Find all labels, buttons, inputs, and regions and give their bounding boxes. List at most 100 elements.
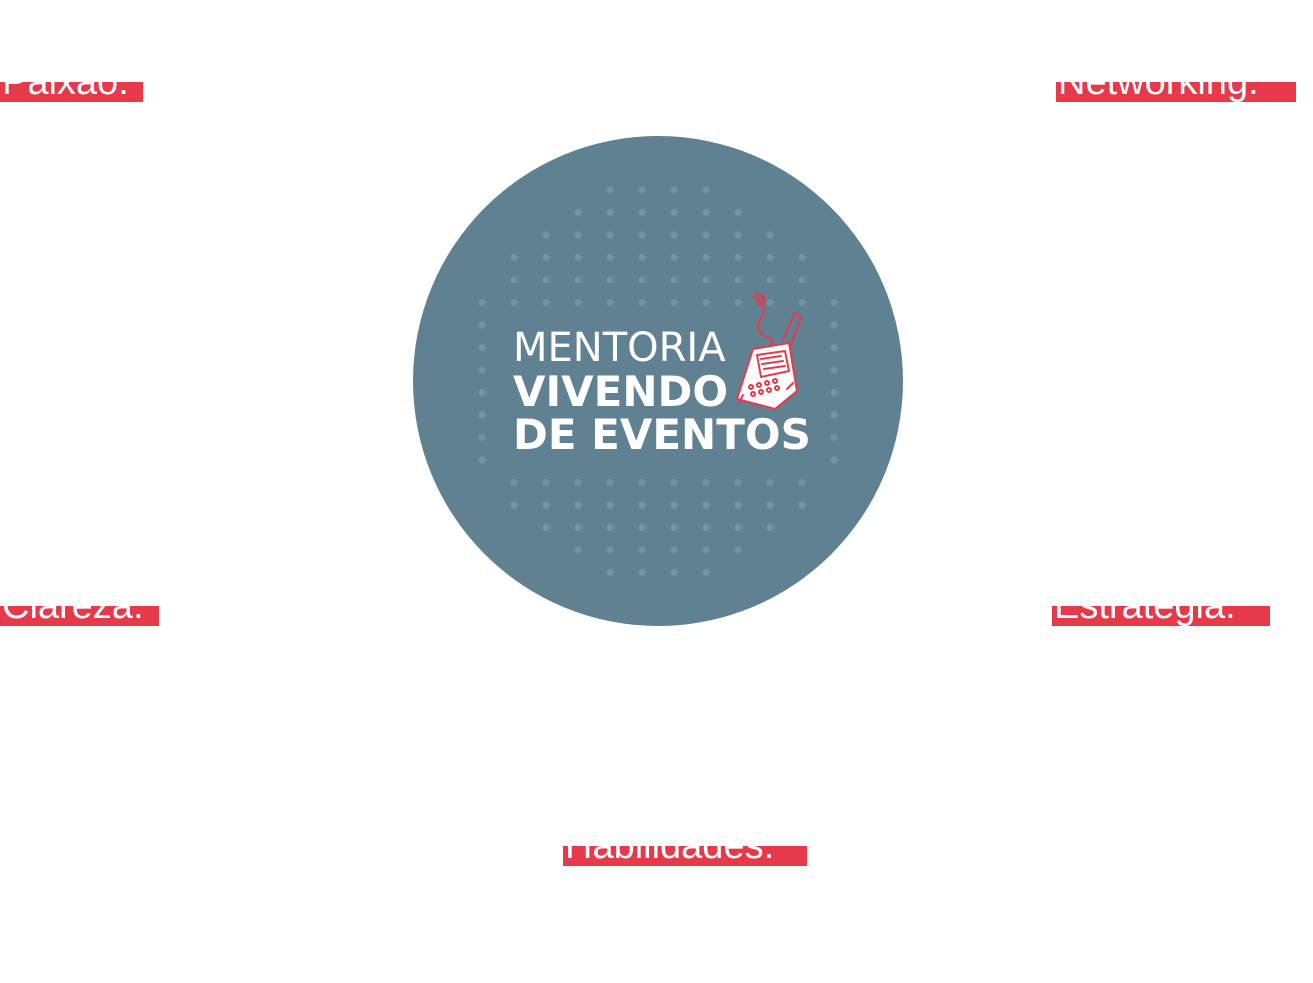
- label-habilidades-text: Habilidades:: [563, 846, 807, 865]
- pattern-dot: [734, 501, 742, 509]
- pattern-dot: [670, 253, 678, 262]
- pattern-dot: [510, 253, 518, 262]
- pattern-dot: [830, 433, 838, 442]
- pattern-dot: [702, 568, 710, 577]
- pattern-dot: [542, 298, 550, 307]
- walkie-talkie-icon: [736, 293, 802, 410]
- pattern-dot: [798, 253, 806, 262]
- pattern-dot: [734, 478, 742, 487]
- pattern-dot: [638, 568, 646, 577]
- pattern-dot: [798, 276, 806, 284]
- pattern-dot: [766, 276, 774, 284]
- pattern-dot: [702, 546, 710, 554]
- pattern-dot: [638, 298, 646, 307]
- pattern-dot: [510, 276, 518, 284]
- pattern-dot: [702, 478, 710, 487]
- label-networking-text: Networking:: [1056, 82, 1296, 101]
- pattern-dot: [638, 208, 646, 217]
- logo-line-de-eventos: DE EVENTOS: [513, 410, 811, 459]
- pattern-dot: [670, 231, 678, 239]
- pattern-dot: [542, 523, 550, 532]
- pattern-dot: [798, 501, 806, 509]
- pattern-dot: [670, 568, 678, 577]
- pattern-dot: [478, 366, 486, 374]
- pattern-dot: [766, 523, 774, 532]
- pattern-dot: [606, 298, 614, 307]
- pattern-dot: [478, 411, 486, 419]
- pattern-dot: [638, 478, 646, 487]
- pattern-dot: [670, 478, 678, 487]
- pattern-dot: [638, 501, 646, 509]
- pattern-dot: [574, 208, 582, 217]
- pattern-dot: [606, 523, 614, 532]
- label-estrategia: Estratégia:: [1052, 606, 1270, 626]
- pattern-dot: [478, 321, 486, 329]
- pattern-dot: [574, 231, 582, 239]
- label-paixao-text: Paixão:: [0, 82, 143, 101]
- pattern-dot: [606, 253, 614, 262]
- pattern-dot: [574, 523, 582, 532]
- label-clareza: Clareza:: [0, 606, 159, 626]
- pattern-dot: [478, 343, 486, 352]
- pattern-dot: [670, 546, 678, 554]
- pattern-dot: [478, 456, 486, 464]
- pattern-dot: [478, 388, 486, 397]
- logo-line-mentoria: MENTORIA: [513, 325, 726, 371]
- pattern-dot: [606, 478, 614, 487]
- pattern-dot: [670, 523, 678, 532]
- label-networking: Networking:: [1056, 82, 1296, 102]
- pattern-dot: [542, 231, 550, 239]
- pattern-dot: [702, 523, 710, 532]
- pattern-dot: [766, 478, 774, 487]
- pattern-dot: [510, 501, 518, 509]
- pattern-dot: [702, 298, 710, 307]
- pattern-dot: [734, 231, 742, 239]
- pattern-dot: [702, 276, 710, 284]
- pattern-dot: [766, 501, 774, 509]
- pattern-dot: [702, 253, 710, 262]
- pattern-dot: [830, 321, 838, 329]
- pattern-dot: [734, 298, 742, 307]
- pattern-dot: [798, 478, 806, 487]
- pattern-dot: [638, 231, 646, 239]
- logo-line-vivendo: VIVENDO: [513, 367, 729, 416]
- pattern-dot: [574, 276, 582, 284]
- pattern-dot: [798, 298, 806, 307]
- pattern-dot: [542, 253, 550, 262]
- pattern-dot: [574, 298, 582, 307]
- pattern-dot: [478, 433, 486, 442]
- pattern-dot: [734, 546, 742, 554]
- label-habilidades: Habilidades:: [563, 846, 807, 866]
- pattern-dot: [542, 501, 550, 509]
- pattern-dot: [606, 568, 614, 577]
- pattern-dot: [734, 276, 742, 284]
- pattern-dot: [574, 253, 582, 262]
- pattern-dot: [702, 208, 710, 217]
- pattern-dot: [766, 231, 774, 239]
- pattern-dot: [510, 478, 518, 487]
- pattern-dot: [606, 231, 614, 239]
- pattern-dot: [542, 478, 550, 487]
- pattern-dot: [670, 501, 678, 509]
- pattern-dot: [574, 478, 582, 487]
- pattern-dot: [702, 501, 710, 509]
- pattern-dot: [766, 298, 774, 307]
- pattern-dot: [542, 276, 550, 284]
- pattern-dot: [606, 186, 614, 194]
- pattern-dot: [606, 501, 614, 509]
- pattern-dot: [702, 231, 710, 239]
- pattern-dot: [734, 253, 742, 262]
- pattern-dot: [830, 388, 838, 397]
- pattern-dot: [638, 546, 646, 554]
- pattern-dot: [638, 276, 646, 284]
- pattern-dot: [766, 253, 774, 262]
- label-paixao: Paixão:: [0, 82, 143, 102]
- pattern-dot: [606, 546, 614, 554]
- pattern-dot: [830, 343, 838, 352]
- pattern-dot: [478, 298, 486, 307]
- pattern-dot: [830, 298, 838, 307]
- pattern-dot: [702, 186, 710, 194]
- pattern-dot: [670, 186, 678, 194]
- pattern-dot: [830, 456, 838, 464]
- pattern-dot: [830, 366, 838, 374]
